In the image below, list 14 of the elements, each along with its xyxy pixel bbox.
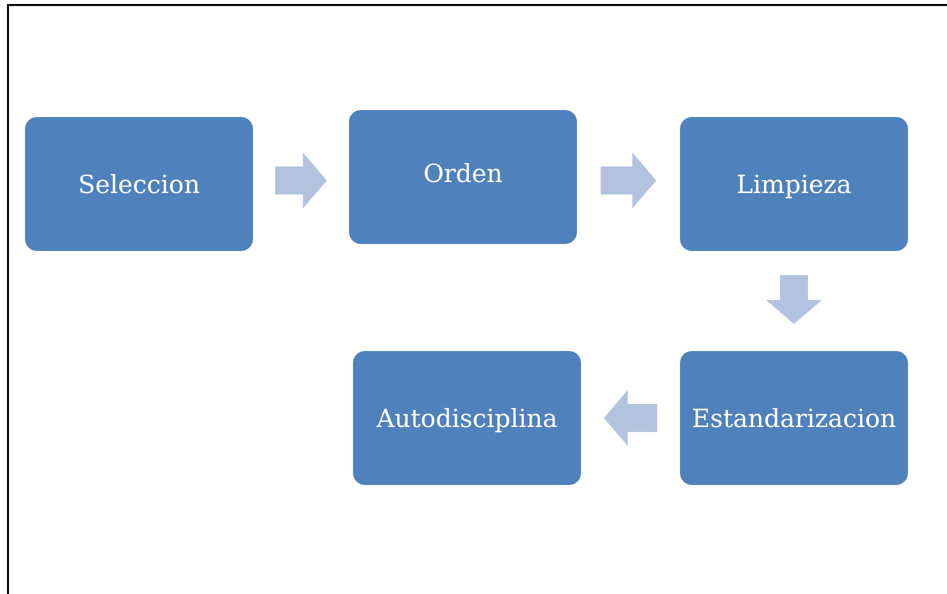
process-box [349, 110, 577, 244]
process-box [680, 117, 908, 251]
box-label: Autodisciplina [376, 404, 558, 432]
process-box [680, 351, 908, 485]
block-arrow [275, 152, 327, 208]
box-label: Seleccion [78, 170, 200, 198]
block-arrow [600, 152, 656, 208]
box-label: Limpieza [736, 170, 852, 198]
box-label: Estandarizacion [692, 404, 896, 432]
block-arrow [766, 275, 822, 324]
process-box [25, 117, 253, 251]
process-box [353, 351, 581, 485]
block-arrow [604, 390, 658, 446]
box-label: Orden [423, 159, 503, 188]
